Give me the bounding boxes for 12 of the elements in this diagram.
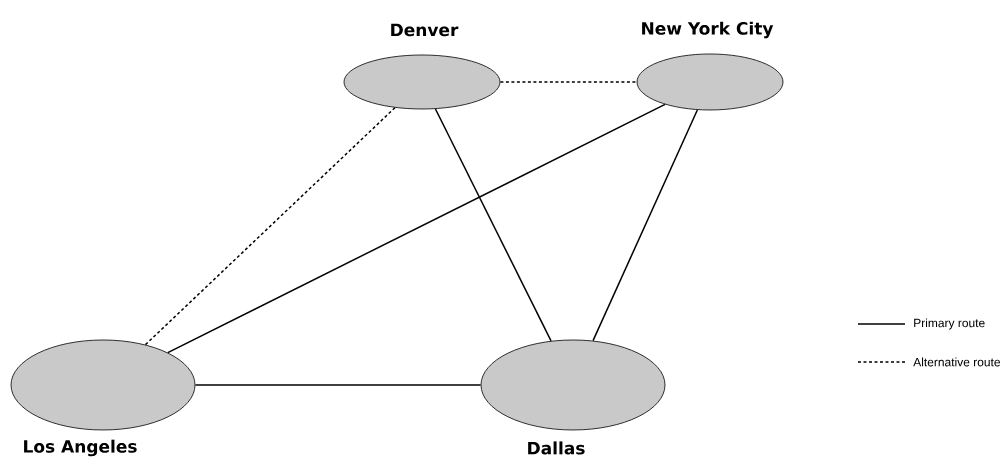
legend-label: Alternative route xyxy=(913,357,1000,367)
node-label: New York City xyxy=(642,21,774,39)
node-label: Denver xyxy=(391,23,459,37)
route-line xyxy=(592,109,699,342)
node-label: Dallas xyxy=(528,441,585,455)
node-label: Los Angeles xyxy=(24,439,137,457)
route-line xyxy=(434,108,552,342)
route-line xyxy=(499,81,638,83)
route-line xyxy=(194,384,482,386)
legend-label: Primary route xyxy=(914,318,985,330)
route-line xyxy=(144,106,396,346)
route-line xyxy=(167,103,666,354)
